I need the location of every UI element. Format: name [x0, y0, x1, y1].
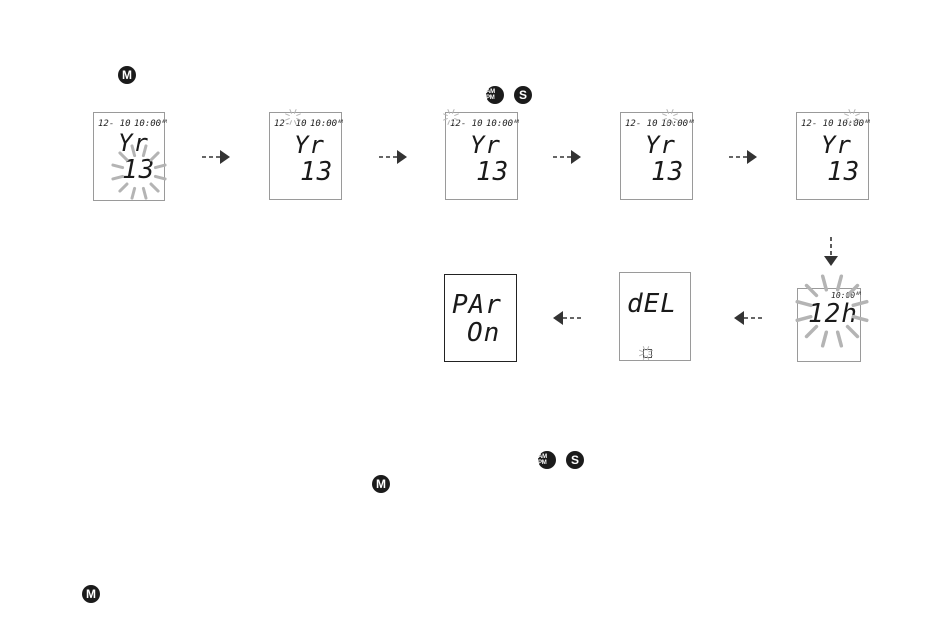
year-value: 13 [122, 155, 155, 185]
mode-label: Yr [821, 131, 852, 159]
date-readout: 12- 10 [98, 119, 131, 129]
m-button-icon-bottom: M [82, 585, 100, 603]
year-value: 13 [476, 157, 509, 187]
mode-label: Yr [294, 131, 325, 159]
ampm-button-icon-top: AM PM [486, 86, 504, 104]
s-button-icon-bottom: S [566, 451, 584, 469]
mode-label: Yr [470, 131, 501, 159]
date-readout: 12- 10 [450, 119, 483, 129]
mode-label: Yr [645, 131, 676, 159]
date-readout: 12- 10 [625, 119, 658, 129]
lcd-screen-time-format: 10:00AM 12h [797, 288, 861, 362]
year-value: 13 [827, 157, 860, 187]
time-readout: 10:00AM [837, 119, 870, 129]
lcd-screen-year-setting: 12- 10 10:00AM Yr 13 [93, 112, 165, 201]
ampm-button-icon-bottom: AM PM [538, 451, 556, 469]
arrow-down-head [824, 256, 838, 266]
m-button-icon-middle: M [372, 475, 390, 493]
time-readout: 10:00AM [310, 119, 343, 129]
parameter-label: PAr [452, 290, 502, 320]
s-button-icon-top: S [514, 86, 532, 104]
arrow-right-4-head [747, 150, 757, 164]
arrow-right-1-head [220, 150, 230, 164]
lcd-screen-month-setting: 12- 10 10:00AM Yr 13 [445, 112, 518, 200]
time-format-value: 12h [808, 299, 858, 329]
arrow-left-1-head [734, 311, 744, 325]
m-button-icon-top: M [118, 66, 136, 84]
memory-icon [643, 349, 652, 358]
parameter-value: On [467, 318, 500, 348]
time-readout: 10:00AM [134, 119, 167, 129]
arrow-right-3-head [571, 150, 581, 164]
arrow-left-2-head [553, 311, 563, 325]
year-value: 13 [300, 157, 333, 187]
lcd-screen-parameter-on: PAr On [444, 274, 517, 362]
arrow-right-2-head [397, 150, 407, 164]
time-readout: 10:00AM [661, 119, 694, 129]
date-readout: 12- 10 [801, 119, 834, 129]
mode-label: Yr [118, 129, 149, 157]
lcd-screen-day-setting: 12- 10 10:00AM Yr 13 [269, 112, 342, 200]
lcd-screen-minute-setting: 12- 10 10:00AM Yr 13 [796, 112, 869, 200]
delete-label: dEL [627, 289, 677, 319]
lcd-screen-delete-memory: dEL [619, 272, 691, 361]
time-readout: 10:00AM [486, 119, 519, 129]
date-readout: 12- 10 [274, 119, 307, 129]
year-value: 13 [651, 157, 684, 187]
lcd-screen-hour-setting: 12- 10 10:00AM Yr 13 [620, 112, 693, 200]
